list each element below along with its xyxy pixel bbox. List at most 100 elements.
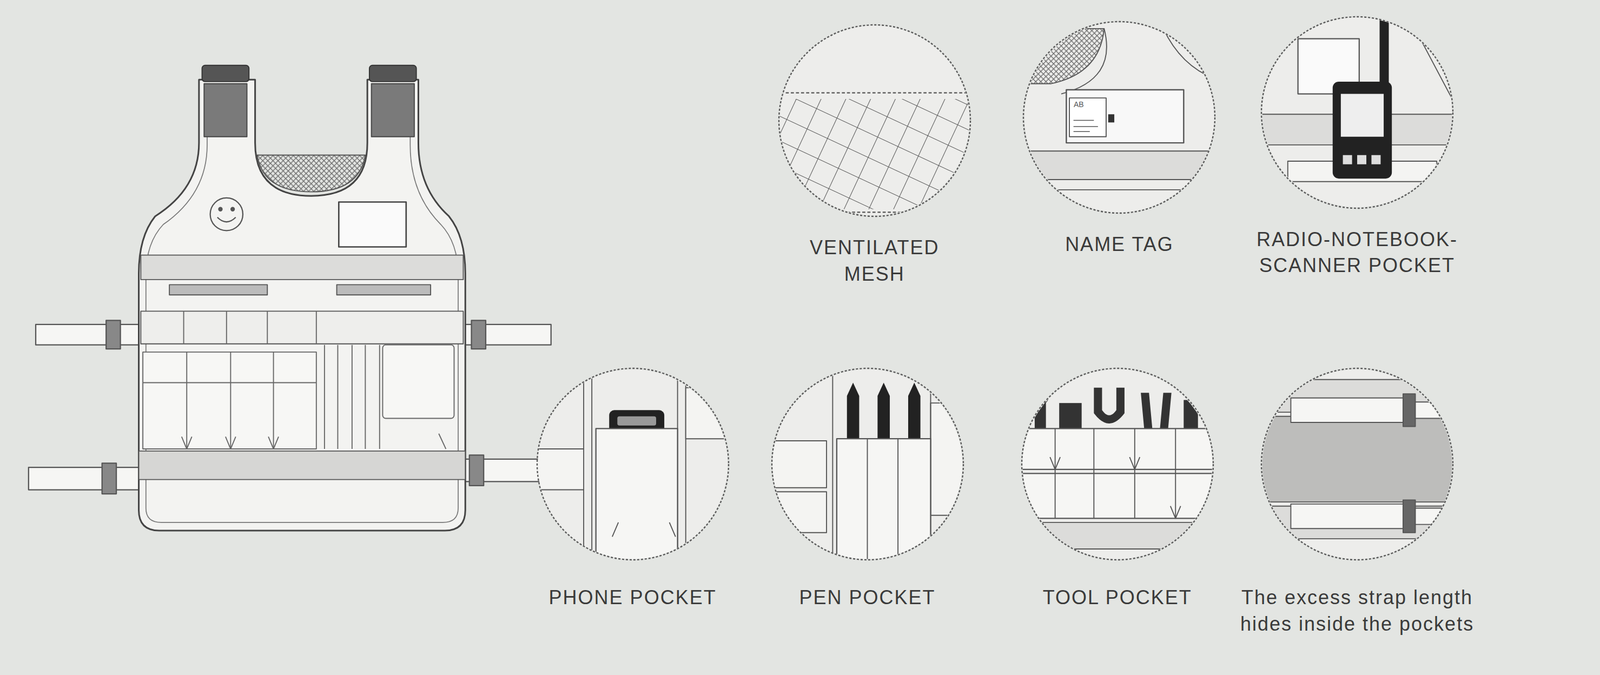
buckle [471, 320, 486, 349]
callout-circle: PEN POCKET [770, 367, 965, 612]
phone-pocket [382, 345, 454, 419]
phone-detail [530, 362, 735, 567]
buckle [1403, 499, 1416, 533]
mesh-lattice [775, 98, 980, 210]
pocket-tuck [181, 436, 279, 449]
reflective-band [1015, 522, 1220, 550]
pocket-tuck [1049, 457, 1181, 519]
strap [1415, 507, 1457, 525]
shoulder-strap [371, 83, 415, 137]
circle-border [1023, 21, 1215, 214]
circle-border [1261, 368, 1453, 560]
circle-border [537, 368, 729, 560]
smiley [210, 197, 243, 231]
small-pockets [142, 352, 317, 449]
circle-outline [1020, 367, 1215, 561]
strap-end [1290, 504, 1404, 529]
name-tag-detail [1015, 18, 1230, 223]
pocket-tuck [612, 522, 676, 537]
buckle [102, 463, 117, 494]
circle-outline [1260, 15, 1454, 210]
seam [1061, 28, 1225, 95]
seam [142, 352, 317, 449]
circle-outline [1260, 367, 1454, 561]
smiley-mouth [217, 217, 236, 222]
detail-ground [1015, 362, 1220, 567]
radio-screen [1340, 94, 1384, 137]
reflective-band [1015, 150, 1230, 180]
smiley-eye [218, 207, 222, 211]
strap [1415, 401, 1457, 419]
reflective-band [139, 451, 466, 480]
pocket-band [140, 311, 464, 344]
vest-body [139, 79, 466, 531]
circle-border [771, 368, 964, 560]
callout-circle: RADIO-NOTEBOOK- SCANNER POCKET [1243, 15, 1471, 280]
antenna [1379, 16, 1390, 90]
radio-body [1332, 81, 1392, 179]
name-card [1066, 89, 1184, 143]
side-pocket [767, 491, 827, 533]
strap-end [1290, 398, 1404, 423]
detail-ground [1020, 18, 1225, 223]
detail-ground [775, 20, 980, 225]
badge-mark [1108, 114, 1115, 123]
callout-caption: NAME TAG [1037, 231, 1201, 259]
badge [1069, 97, 1107, 137]
pen-slot [867, 438, 899, 572]
radio-button [1371, 155, 1381, 165]
detail-ground [530, 362, 735, 567]
neck-mesh [256, 155, 366, 193]
smiley-face [210, 197, 243, 231]
seam [1015, 189, 1230, 191]
circle-outline [1022, 20, 1216, 215]
radio-detail [1253, 12, 1470, 217]
stitch [775, 211, 980, 213]
badge-lines [1073, 120, 1099, 132]
callout-circle: The excess strap length hides inside the… [1221, 367, 1493, 638]
tool-detail [1015, 362, 1220, 567]
phone-screen [617, 416, 657, 426]
wrench [1093, 387, 1125, 424]
circle-border [778, 24, 971, 217]
callout-circle: NAME TAG [1022, 20, 1216, 259]
reflective-band [140, 255, 464, 280]
strap-detail [1254, 362, 1459, 567]
pen-detail [765, 362, 976, 572]
callout-circle: TOOL POCKET [1020, 367, 1215, 612]
tool-pockets [1015, 473, 1220, 519]
pocket-seams [1055, 428, 1176, 519]
pen-pocket [836, 438, 931, 572]
buckle [1403, 393, 1416, 427]
callout-circle: VENTILATED MESH [777, 23, 972, 288]
pocket-seams [142, 311, 454, 449]
stitch [775, 92, 980, 94]
pocket-slit [169, 284, 268, 295]
radio-button [1357, 155, 1367, 165]
circle-outline [536, 367, 730, 561]
tool-pockets [1015, 428, 1220, 469]
shoulder-buckle [369, 65, 417, 82]
pocket-band [1257, 416, 1458, 502]
callout-caption: RADIO-NOTEBOOK- SCANNER POCKET [1243, 226, 1471, 280]
shoulder-strap [203, 83, 247, 137]
callout-caption: The excess strap length hides inside the… [1221, 584, 1493, 638]
radio-button [1343, 155, 1353, 165]
callout-caption: PEN POCKET [770, 584, 965, 612]
vest-drawing [28, 12, 1470, 572]
strap [28, 467, 142, 491]
mesh-corner [1015, 28, 1104, 84]
smiley-eye [230, 207, 235, 211]
seam [183, 311, 317, 344]
circle-border [1021, 368, 1214, 560]
buckle [106, 320, 121, 349]
buckle [469, 454, 484, 486]
circle-outline [770, 367, 965, 561]
circle-outline [777, 23, 972, 218]
pen-slots [324, 345, 380, 449]
pocket-tuck [438, 433, 446, 449]
pocket-slit [336, 284, 432, 295]
mesh-detail [775, 20, 980, 225]
circle-border [1261, 16, 1453, 209]
